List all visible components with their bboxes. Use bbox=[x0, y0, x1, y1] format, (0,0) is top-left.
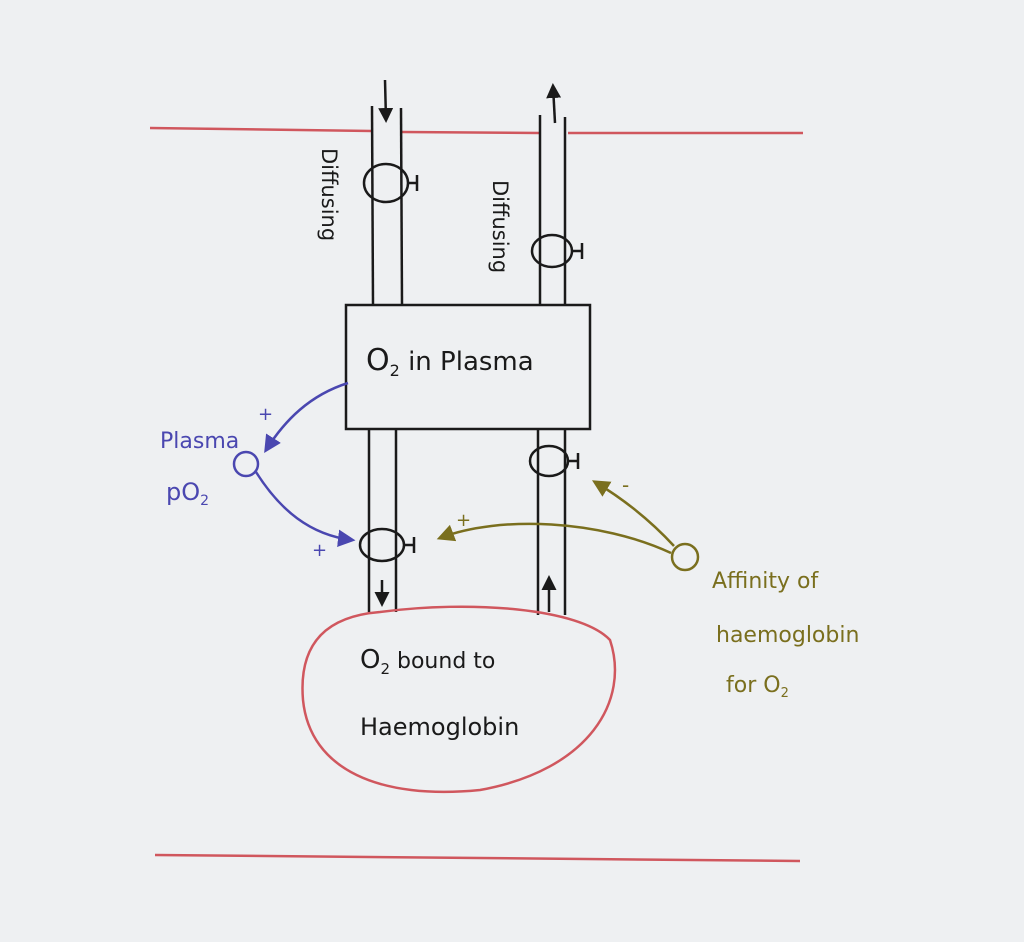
outflow-valve-icon bbox=[530, 233, 584, 269]
plasma-to-po2-sign: + bbox=[258, 404, 273, 425]
haemoglobin-stock-label-line2: Haemoglobin bbox=[360, 713, 519, 741]
po2-to-binding-sign: + bbox=[312, 540, 327, 561]
affinity-label-line2: haemoglobin bbox=[716, 623, 859, 648]
affinity-to-release-sign: - bbox=[622, 473, 629, 497]
plasma-stock-box bbox=[344, 303, 592, 431]
affinity-to-binding-sign: + bbox=[456, 510, 471, 531]
po2-to-binding-link bbox=[254, 471, 356, 548]
top-boundary-line bbox=[149, 126, 803, 135]
bottom-boundary-line bbox=[154, 853, 801, 863]
affinity-to-binding-link bbox=[436, 522, 672, 555]
plasma-po2-label-line2: pO2 bbox=[166, 478, 209, 509]
binding-pipe bbox=[367, 429, 398, 612]
inflow-valve-icon bbox=[362, 162, 419, 204]
affinity-label-line1: Affinity of bbox=[712, 569, 819, 594]
haemoglobin-stock-oval bbox=[301, 605, 617, 794]
plasma-stock-label: O2 in Plasma bbox=[366, 343, 534, 380]
affinity-label-line3: for O2 bbox=[726, 673, 789, 701]
plasma-to-po2-link bbox=[264, 381, 349, 453]
inflow-label: Diffusing bbox=[317, 148, 341, 241]
outflow-label: Diffusing bbox=[488, 180, 512, 273]
outflow-pipe bbox=[538, 83, 567, 305]
binding-valve-icon bbox=[358, 527, 416, 563]
release-valve-icon bbox=[528, 444, 580, 478]
affinity-to-release-link bbox=[591, 480, 675, 547]
inflow-pipe bbox=[370, 79, 404, 306]
affinity-node bbox=[670, 542, 700, 572]
plasma-po2-node bbox=[232, 450, 260, 478]
plasma-po2-label-line1: Plasma bbox=[160, 429, 239, 454]
haemoglobin-stock-label-line1: O2 bound to bbox=[360, 645, 495, 678]
release-pipe bbox=[536, 429, 567, 615]
